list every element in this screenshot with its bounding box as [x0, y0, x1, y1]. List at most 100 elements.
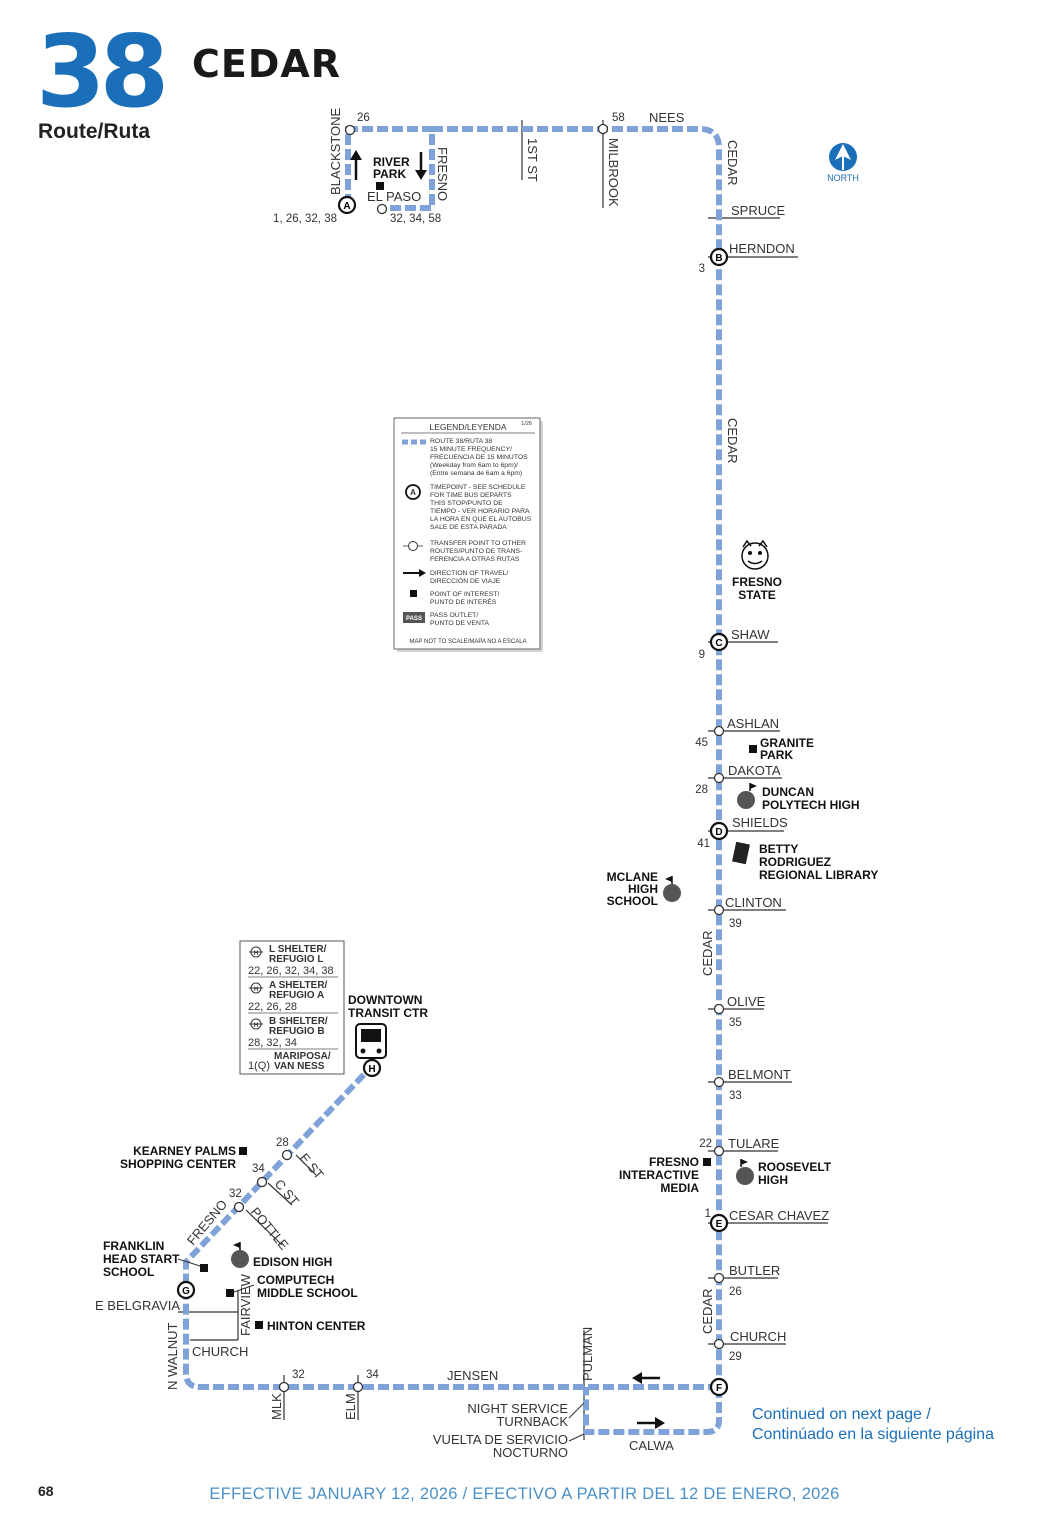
street-church-east: CHURCH [730, 1329, 786, 1344]
svg-text:H: H [368, 1064, 375, 1075]
bulldog-icon [741, 539, 769, 570]
timepoint-h: H [362, 1058, 382, 1078]
continued-note: Continued on next page / Continúado en l… [752, 1406, 994, 1443]
svg-text:DIRECTION OF TRAVEL/: DIRECTION OF TRAVEL/ [430, 570, 508, 577]
shelter-b: H B SHELTER/ REFUGIO B 28, 32, 34 [248, 1016, 338, 1050]
shelter-l: H L SHELTER/ REFUGIO L 22, 26, 32, 34, 3… [248, 944, 338, 978]
svg-text:H: H [254, 987, 258, 993]
svg-text:22, 26, 28: 22, 26, 28 [248, 1001, 297, 1013]
poi-square-icon [255, 1321, 263, 1329]
page-number: 68 [38, 1483, 54, 1499]
svg-text:G: G [182, 1286, 190, 1297]
svg-text:26: 26 [729, 1286, 742, 1298]
svg-text:DOWNTOWN: DOWNTOWN [348, 993, 422, 1007]
street-1st-st: 1ST ST [525, 138, 540, 182]
svg-text:22, 26, 32, 34, 38: 22, 26, 32, 34, 38 [248, 965, 334, 977]
svg-text:28: 28 [695, 784, 708, 796]
timepoints: A B C D E F G H [176, 195, 729, 1397]
timepoint-e: E [709, 1213, 729, 1233]
svg-text:E: E [716, 1219, 723, 1230]
street-tulare: TULARE [728, 1136, 780, 1151]
svg-text:TIEMPO - VER HORARIO PARA: TIEMPO - VER HORARIO PARA [430, 508, 530, 515]
svg-text:NORTH: NORTH [827, 173, 859, 183]
svg-text:28: 28 [276, 1137, 289, 1149]
street-fairview: FAIRVIEW [238, 1273, 253, 1336]
svg-text:29: 29 [729, 1351, 742, 1363]
svg-text:(Entre semana de 6am a 6pm): (Entre semana de 6am a 6pm) [430, 470, 522, 477]
transfer-points [233, 123, 725, 1393]
book-icon [732, 841, 750, 865]
svg-text:THIS STOP/PUNTO DE: THIS STOP/PUNTO DE [430, 500, 503, 507]
svg-text:D: D [715, 827, 722, 838]
street-fresno-north: FRESNO [435, 147, 450, 201]
svg-text:PARK: PARK [760, 748, 793, 762]
street-jensen: JENSEN [447, 1368, 498, 1383]
svg-text:SHOPPING CENTER: SHOPPING CENTER [120, 1157, 236, 1171]
svg-text:MEDIA: MEDIA [660, 1181, 699, 1195]
shelter-a: H A SHELTER/ REFUGIO A 22, 26, 28 [248, 980, 338, 1014]
svg-text:32, 34, 58: 32, 34, 58 [390, 213, 441, 225]
timepoint-f: F [709, 1377, 729, 1397]
poi-square-icon [376, 182, 384, 190]
street-cedar-low: CEDAR [700, 930, 715, 976]
svg-text:DIRECCIÓN DE VIAJE: DIRECCIÓN DE VIAJE [430, 576, 501, 585]
street-e-belgravia: E BELGRAVIA [95, 1298, 180, 1313]
svg-text:A SHELTER/: A SHELTER/ [269, 980, 328, 991]
svg-text:EDISON HIGH: EDISON HIGH [253, 1255, 332, 1269]
svg-text:34: 34 [252, 1163, 265, 1175]
poi-library: BETTY RODRIGUEZ REGIONAL LIBRARY [732, 841, 878, 882]
street-blackstone: BLACKSTONE [328, 107, 343, 195]
svg-text:MAP NOT TO SCALE/MAPA NO A ESC: MAP NOT TO SCALE/MAPA NO A ESCALA [409, 639, 526, 645]
school-apple-icon [736, 1159, 754, 1185]
effective-date: EFFECTIVE JANUARY 12, 2026 / EFECTIVO A … [209, 1485, 840, 1503]
svg-text:33: 33 [729, 1090, 742, 1102]
street-church-west: CHURCH [192, 1344, 248, 1359]
svg-text:FRANKLIN: FRANKLIN [103, 1239, 164, 1253]
svg-text:Continued on next page /: Continued on next page / [752, 1406, 931, 1423]
svg-text:COMPUTECH: COMPUTECH [257, 1273, 334, 1287]
svg-text:PUNTO DE INTERÉS: PUNTO DE INTERÉS [430, 597, 497, 606]
night-service-label: NIGHT SERVICE TURNBACK VUELTA DE SERVICI… [433, 1401, 585, 1460]
street-shaw: SHAW [731, 627, 770, 642]
svg-text:22: 22 [699, 1138, 712, 1150]
street-herndon: HERNDON [729, 241, 795, 256]
svg-text:3: 3 [699, 263, 705, 275]
transfer-numbers: 26 58 1, 26, 32, 38 32, 34, 58 3 9 45 28… [229, 112, 742, 1381]
svg-text:Continúado en la siguiente pág: Continúado en la siguiente página [752, 1426, 994, 1443]
svg-text:FRESNO: FRESNO [732, 575, 782, 589]
street-cedar-mid: CEDAR [725, 418, 740, 464]
street-elm: ELM [343, 1393, 358, 1420]
svg-text:32: 32 [229, 1188, 242, 1200]
timepoint-d: D [709, 821, 729, 841]
svg-text:SCHOOL: SCHOOL [103, 1265, 154, 1279]
north-arrow: NORTH [827, 143, 859, 183]
svg-text:28, 32, 34: 28, 32, 34 [248, 1037, 297, 1049]
svg-text:ROUTES/PUNTO DE TRANS-: ROUTES/PUNTO DE TRANS- [430, 548, 522, 555]
svg-text:REGIONAL LIBRARY: REGIONAL LIBRARY [759, 868, 878, 882]
street-clinton: CLINTON [725, 895, 782, 910]
street-e-st: E ST [297, 1150, 327, 1182]
svg-text:(Weekday from 6am to 6pm)/: (Weekday from 6am to 6pm)/ [430, 462, 518, 469]
svg-text:NIGHT SERVICE: NIGHT SERVICE [467, 1401, 568, 1416]
poi-franklin-head-start: FRANKLIN HEAD START SCHOOL [103, 1239, 208, 1279]
svg-text:TURNBACK: TURNBACK [496, 1414, 568, 1429]
street-dakota: DAKOTA [728, 763, 781, 778]
svg-text:35: 35 [729, 1017, 742, 1029]
svg-text:F: F [716, 1383, 722, 1394]
shelter-q: MARIPOSA/ 1(Q) VAN NESS [248, 1051, 331, 1072]
svg-text:POLYTECH HIGH: POLYTECH HIGH [762, 798, 860, 812]
timepoint-b: B [709, 247, 729, 267]
svg-text:FERENCIA A OTRAS RUTAS: FERENCIA A OTRAS RUTAS [430, 556, 520, 563]
svg-text:34: 34 [366, 1369, 379, 1381]
poi-roosevelt-high: ROOSEVELT HIGH [736, 1159, 832, 1187]
legend: LEGEND/LEYENDA 1/26 ROUTE 38/RUTA 38 15 … [393, 417, 543, 652]
svg-text:HINTON CENTER: HINTON CENTER [267, 1319, 366, 1333]
poi-computech: COMPUTECH MIDDLE SCHOOL [226, 1273, 358, 1300]
poi-square-icon [239, 1147, 247, 1155]
svg-text:PASS: PASS [406, 616, 422, 622]
timepoint-g: G [176, 1280, 196, 1300]
street-ashlan: ASHLAN [727, 716, 779, 731]
svg-text:B SHELTER/: B SHELTER/ [269, 1016, 328, 1027]
svg-text:REFUGIO L: REFUGIO L [269, 954, 323, 965]
svg-text:NOCTURNO: NOCTURNO [493, 1445, 568, 1460]
